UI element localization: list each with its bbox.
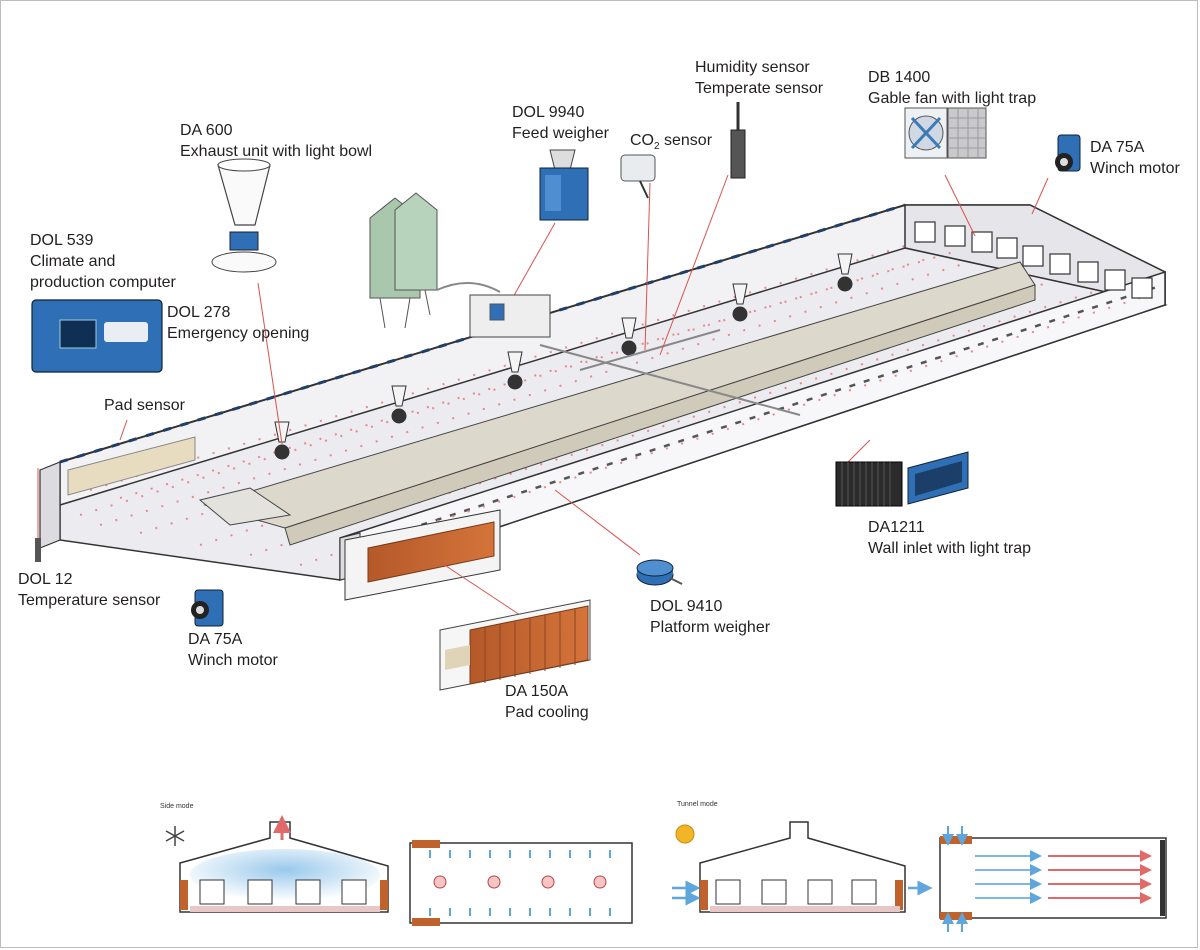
tunnel-mode-top-view — [939, 826, 1167, 932]
side-mode-top-view — [409, 840, 633, 926]
da75a-top-desc: Winch motor — [1090, 160, 1180, 177]
label-dol9940: DOL 9940 Feed weigher — [512, 102, 609, 144]
label-dol539: DOL 539 Climate and production computer — [30, 230, 176, 293]
da1211-model: DA1211 — [868, 519, 925, 536]
label-dol278: DOL 278 Emergency opening — [167, 302, 309, 344]
dol278-model: DOL 278 — [167, 304, 231, 321]
pad-cooling-wall — [344, 509, 501, 601]
tunnel-mode-cross-section — [672, 821, 933, 913]
dol12-model: DOL 12 — [18, 571, 73, 588]
label-humidity-sensor: Humidity sensor Temperate sensor — [695, 57, 823, 99]
wall-inlet-illustration — [835, 451, 969, 507]
label-da75a-bottom: DA 75A Winch motor — [188, 629, 278, 671]
humidity-line2: Temperate sensor — [695, 80, 824, 97]
winch-motor-bottom-illustration — [191, 589, 224, 627]
dol9940-model: DOL 9940 — [512, 104, 585, 121]
callout-lines — [37, 174, 1049, 616]
co2-sub: 2 — [654, 141, 660, 153]
db1400-model: DB 1400 — [868, 69, 931, 86]
gable-fan-illustration — [904, 107, 987, 159]
da75a-bottom-model: DA 75A — [188, 631, 243, 648]
dol278-desc: Emergency opening — [167, 325, 310, 342]
da1211-desc: Wall inlet with light trap — [868, 540, 1032, 557]
platform-weigher-illustration — [636, 559, 683, 586]
temperature-probe-illustration — [35, 538, 41, 562]
co2-sensor-illustration — [620, 154, 656, 199]
feed-weigher-illustration — [539, 149, 589, 221]
da75a-top-model: DA 75A — [1090, 139, 1145, 156]
label-pad-sensor: Pad sensor — [104, 397, 185, 414]
dol12-desc: Temperature sensor — [18, 592, 161, 609]
tunnel-mode-title: Tunnel mode — [677, 801, 718, 808]
label-db1400: DB 1400 Gable fan with light trap — [868, 67, 1036, 109]
dol9410-desc: Platform weigher — [650, 619, 771, 636]
da150a-desc: Pad cooling — [505, 704, 589, 721]
label-dol9410: DOL 9410 Platform weigher — [650, 596, 770, 638]
exhaust-unit-illustration — [211, 158, 277, 273]
label-da150a: DA 150A Pad cooling — [505, 681, 589, 723]
dol539-model: DOL 539 — [30, 232, 94, 249]
sun-icon — [675, 824, 695, 844]
label-dol12: DOL 12 Temperature sensor — [18, 569, 160, 611]
side-mode-cross-section — [179, 815, 389, 913]
label-da600: DA 600 Exhaust unit with light bowl — [180, 120, 372, 162]
climate-computer-illustration — [31, 299, 163, 373]
dol9940-desc: Feed weigher — [512, 125, 609, 142]
db1400-desc: Gable fan with light trap — [868, 90, 1037, 107]
dol9410-model: DOL 9410 — [650, 598, 723, 615]
co2-suffix: sensor — [659, 132, 713, 149]
side-mode-title: Side mode — [160, 803, 194, 810]
dol539-desc2: production computer — [30, 274, 176, 291]
da600-desc: Exhaust unit with light bowl — [180, 143, 373, 160]
da150a-model: DA 150A — [505, 683, 569, 700]
da600-model: DA 600 — [180, 122, 233, 139]
label-da75a-top: DA 75A Winch motor — [1090, 137, 1180, 179]
feed-silos — [369, 192, 551, 338]
humidity-line1: Humidity sensor — [695, 59, 810, 76]
co2-prefix: CO — [630, 132, 654, 149]
pad-cooling-illustration — [439, 599, 591, 691]
da75a-bottom-desc: Winch motor — [188, 652, 278, 669]
dol539-desc1: Climate and — [30, 253, 116, 270]
label-da1211: DA1211 Wall inlet with light trap — [868, 517, 1031, 559]
winch-motor-top-illustration — [1055, 134, 1081, 172]
humidity-sensor-illustration — [730, 102, 746, 179]
label-co2-sensor: CO2 sensor — [630, 130, 712, 157]
snowflake-icon — [165, 826, 185, 846]
